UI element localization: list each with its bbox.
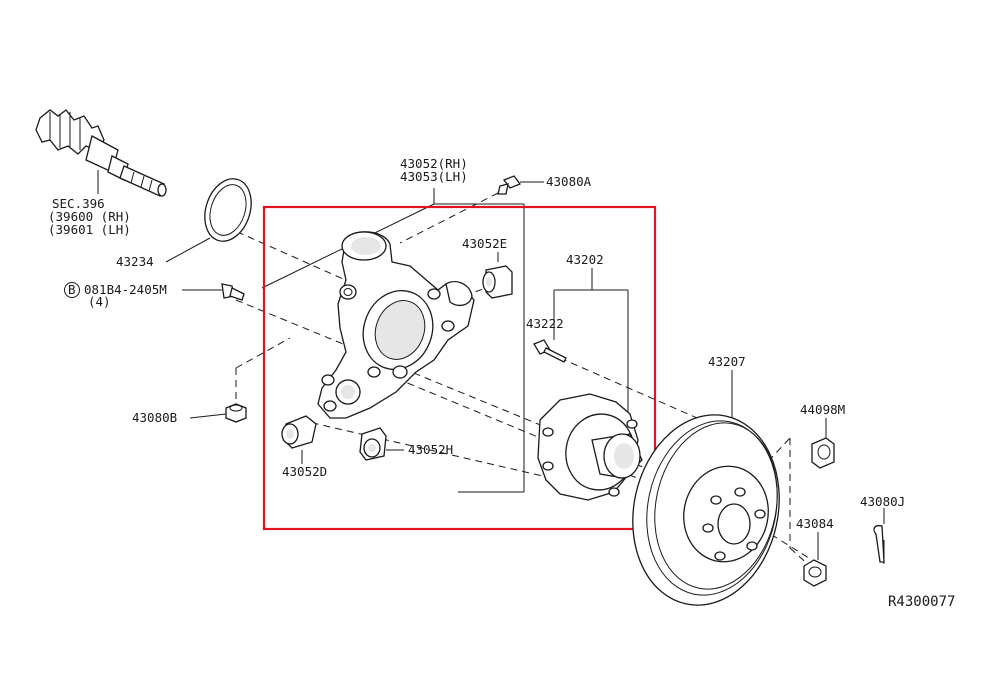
part-43222-label: 43222 [526,316,564,331]
hub-bolt-43222 [533,339,567,363]
cap-44098m [811,418,835,469]
part-43052e-label: 43052E [462,236,507,251]
bolt-ref-circle [64,282,80,298]
part-43052-label: 43052(RH) [400,156,468,171]
bolt-ref-letter: B [68,282,76,297]
part-43052d-label: 43052D [282,464,327,479]
cotter-pin-43080j [873,508,885,564]
seal-43234 [165,178,252,263]
part-43084-label: 43084 [796,516,834,531]
part-43080j-label: 43080J [860,494,905,509]
part-43202-label: 43202 [566,252,604,267]
part-43207-label: 43207 [708,354,746,369]
diagram-code: R4300077 [888,594,955,610]
drive-shaft [35,109,167,197]
hub-bracket [553,268,629,412]
highlight-box [262,205,657,531]
nut-43084 [803,532,827,587]
bushing-43052e [482,252,513,299]
part-43053-label: 43053(LH) [400,169,468,184]
part-43080b-label: 43080B [132,410,177,425]
part-44098m-label: 44098M [800,402,845,417]
bolt-qty-label: (4) [88,294,111,309]
bolt-43080a [497,175,544,195]
bushing-43052h [359,427,404,461]
brake-rotor-43207 [632,370,780,606]
sec396-rh-label: (39600 (RH) [48,209,131,224]
nut-43080b [189,403,247,423]
sec396-label: SEC.396 [52,196,105,211]
wheel-hub-43202 [537,393,643,501]
part-43234-label: 43234 [116,254,154,269]
steering-knuckle [317,231,475,419]
sec396-lh-label: (39601 (LH) [48,222,131,237]
part-43052h-label: 43052H [408,442,453,457]
bolt-part-label: 081B4-2405M [84,282,167,297]
bolt-081b4: B [64,282,245,301]
part-43080a-label: 43080A [546,174,592,189]
bushing-43052d [281,415,317,464]
